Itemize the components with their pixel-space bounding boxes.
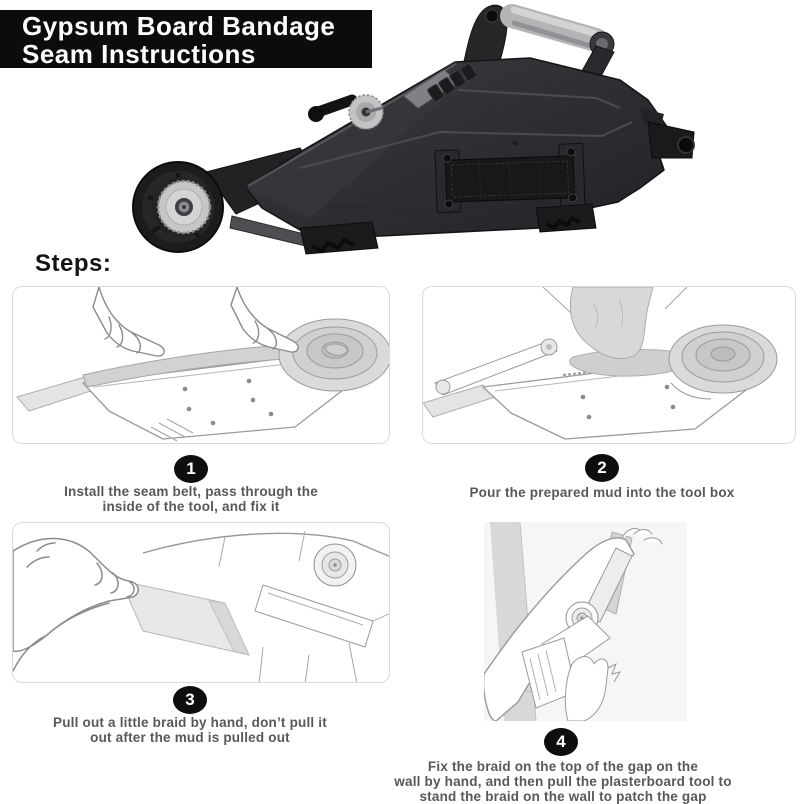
step4-illustration xyxy=(484,522,687,721)
step4-panel xyxy=(484,522,687,721)
step2-illustration xyxy=(423,287,778,440)
drive-wheel xyxy=(132,161,224,253)
step-2-badge: 2 xyxy=(585,454,619,482)
steps-heading: Steps: xyxy=(35,250,112,277)
product-photo xyxy=(132,4,695,255)
step2-panel xyxy=(422,286,796,444)
spine-hinge xyxy=(403,63,478,109)
step-1-caption: Install the seam belt, pass through the … xyxy=(64,484,318,514)
step-4-badge: 4 xyxy=(544,728,578,756)
step1-illustration xyxy=(16,287,389,442)
feet xyxy=(299,203,597,255)
title-line-2: Seam Instructions xyxy=(22,39,256,69)
step-2-caption: Pour the prepared mud into the tool box xyxy=(469,485,735,500)
step-3-badge: 3 xyxy=(173,686,207,714)
step3-panel xyxy=(12,522,390,683)
step-4-caption: Fix the braid on the top of the gap on t… xyxy=(394,759,732,804)
title-line-1: Gypsum Board Bandage xyxy=(22,11,336,41)
step-3-caption: Pull out a little braid by hand, don’t p… xyxy=(53,715,327,745)
nozzle xyxy=(640,108,695,159)
step1-panel xyxy=(12,286,390,444)
tape-roller xyxy=(308,94,384,130)
side-strap xyxy=(434,143,586,213)
title-banner: Gypsum Board Bandage Seam Instructions xyxy=(0,10,372,68)
step-1-badge: 1 xyxy=(174,455,208,483)
step3-illustration xyxy=(13,530,389,682)
